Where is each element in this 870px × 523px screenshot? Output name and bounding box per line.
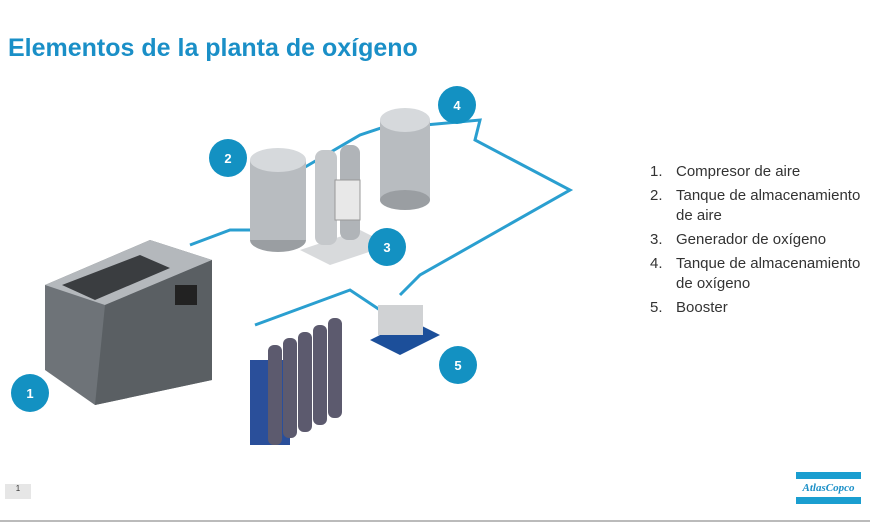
air-tank — [250, 148, 306, 252]
badge-1: 1 — [11, 374, 49, 412]
atlas-copco-logo: AtlasCopco — [796, 472, 861, 504]
oxygen-generator — [300, 145, 390, 265]
page-number: 1 — [5, 484, 31, 499]
list-item: 1.Compresor de aire — [650, 163, 801, 180]
bottom-divider — [0, 520, 870, 522]
badge-5: 5 — [439, 346, 477, 384]
badge-4: 4 — [438, 86, 476, 124]
oxygen-plant-illustration — [45, 108, 574, 445]
list-item: 2.Tanque de almacenamiento de aire — [650, 187, 861, 224]
gas-cylinders — [250, 318, 342, 445]
slide-title: Elementos de la planta de oxígeno — [8, 34, 418, 62]
booster — [370, 305, 440, 355]
badge-3: 3 — [368, 228, 406, 266]
oxygen-tank — [380, 108, 430, 210]
list-item: 5.Booster — [650, 299, 728, 316]
badge-2: 2 — [209, 139, 247, 177]
list-item: 4.Tanque de almacenamiento de oxígeno — [650, 255, 861, 292]
air-compressor — [45, 240, 212, 405]
list-item: 3.Generador de oxígeno — [650, 231, 827, 248]
component-list: 1.Compresor de aire 2.Tanque de almacena… — [650, 162, 865, 322]
